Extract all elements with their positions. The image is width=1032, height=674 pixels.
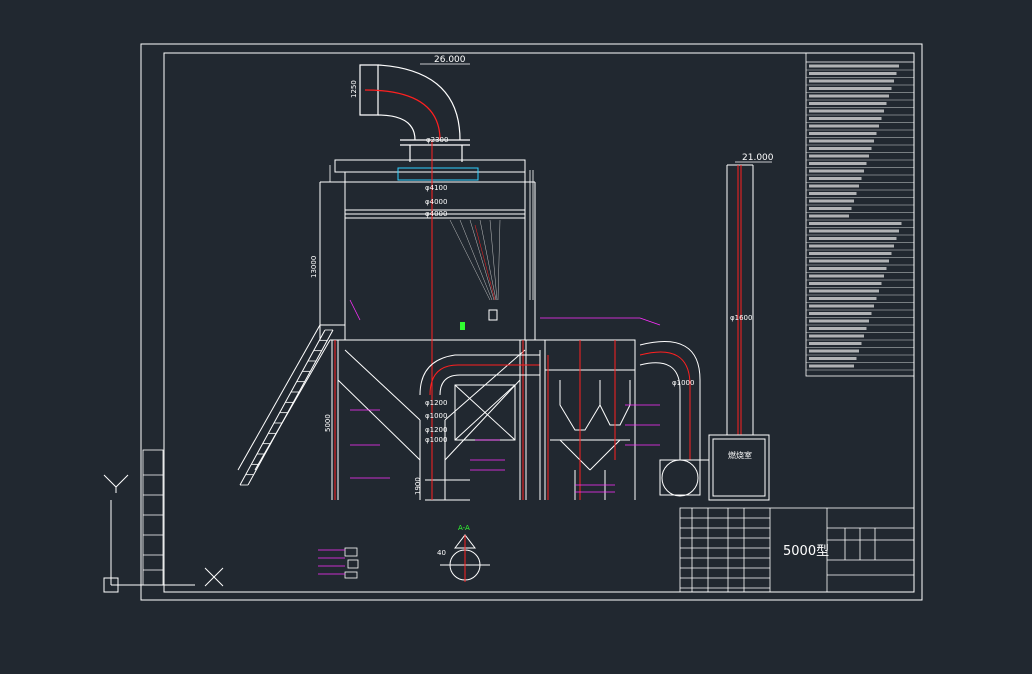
title-block	[679, 507, 915, 593]
spec-table-text-stroke	[809, 237, 897, 240]
spec-table-text-stroke	[809, 207, 852, 210]
elevation-stack: 21.000	[742, 153, 774, 163]
spec-table-rows	[806, 64, 914, 371]
dim-cy3: φ1200	[425, 426, 447, 434]
dim-d2: φ4100	[425, 184, 447, 192]
inner-frame	[163, 52, 915, 593]
spec-table-text-stroke	[809, 274, 884, 278]
spec-table-text-stroke	[809, 259, 889, 263]
dim-cy4: φ1000	[425, 436, 447, 444]
staircase	[237, 324, 345, 486]
spec-table-text-stroke	[809, 297, 877, 300]
red-marker	[488, 309, 498, 321]
spec-table-text-stroke	[809, 87, 892, 90]
dim-cy1: φ1200	[425, 399, 447, 407]
detail-nozzle	[318, 547, 359, 579]
tower-rails	[329, 165, 534, 300]
spec-table-text-stroke	[809, 184, 859, 188]
cyclone-group	[539, 339, 636, 500]
spec-table-text-stroke	[809, 222, 902, 225]
cyclone-red	[547, 340, 616, 500]
spec-table-text-stroke	[809, 192, 857, 195]
tower-cone-legs	[331, 340, 527, 501]
outer-frame	[140, 43, 923, 601]
spec-table-text-stroke	[809, 327, 867, 330]
annotation-leaders	[349, 299, 661, 493]
spec-table-text-stroke	[809, 72, 897, 75]
spec-table-text-stroke	[809, 364, 854, 368]
spec-table-text-stroke	[809, 304, 874, 308]
spec-table-text-stroke	[809, 312, 872, 315]
spec-table-text-stroke	[809, 289, 879, 293]
dim-leg-h: 5000	[324, 414, 332, 432]
detail-scale: 40	[437, 549, 446, 557]
spec-table-text-stroke	[809, 199, 854, 203]
spec-table-text-stroke	[809, 267, 887, 270]
elevation-top: 26.000	[434, 55, 466, 65]
mid-duct	[419, 354, 540, 441]
spec-table-text-stroke	[809, 162, 867, 165]
spec-table-text-stroke	[809, 79, 894, 83]
dim-duct-h: 1250	[350, 80, 358, 98]
top-elbow-duct	[359, 64, 470, 162]
spec-table-text-stroke	[809, 252, 892, 255]
spec-table-text-stroke	[809, 229, 899, 233]
spec-table-text-stroke	[809, 64, 899, 68]
dim-d4: φ4000	[425, 210, 447, 218]
spec-table-text-stroke	[809, 349, 859, 353]
spec-table-text-stroke	[809, 177, 862, 180]
spec-table-text-stroke	[809, 169, 864, 173]
spec-table-text-stroke	[809, 139, 874, 143]
spec-table-text-stroke	[809, 147, 872, 150]
spec-table-text-stroke	[809, 117, 882, 120]
spray-cone	[449, 219, 501, 301]
dim-stack-d: φ1600	[730, 314, 752, 322]
dim-d3: φ4000	[425, 198, 447, 206]
spec-table-text-stroke	[809, 244, 894, 248]
spec-table-text-stroke	[809, 132, 877, 135]
spec-table	[805, 52, 915, 377]
ucs-icon	[103, 474, 224, 593]
stair-rungs	[240, 329, 333, 486]
spec-table-text-stroke	[809, 342, 862, 345]
spec-table-text-stroke	[809, 214, 849, 218]
tower-red-supports	[334, 340, 524, 500]
stack	[726, 164, 754, 435]
spec-table-text-stroke	[809, 102, 887, 105]
dim-cy2: φ1000	[425, 412, 447, 420]
spec-table-text-stroke	[809, 319, 869, 323]
green-marker	[460, 322, 465, 330]
spec-table-text-stroke	[809, 334, 864, 338]
fan-duct	[639, 341, 701, 497]
spec-table-text-stroke	[809, 154, 869, 158]
spec-table-text-stroke	[809, 109, 884, 113]
dim-tower-h: 13000	[310, 256, 318, 278]
burner-room	[700, 434, 770, 501]
spec-table-text-stroke	[809, 357, 857, 360]
dim-d1: φ2300	[426, 136, 448, 144]
spec-table-text-stroke	[809, 282, 882, 285]
burner-room-label: 燃烧室	[728, 450, 752, 460]
tower-top	[319, 159, 545, 341]
detail-a-a	[440, 534, 490, 582]
title-block-model: 5000型	[783, 544, 829, 559]
spec-table-text-stroke	[809, 94, 889, 98]
left-side-strip	[142, 449, 164, 586]
dim-leg-base: 1900	[414, 477, 422, 495]
detail-title: A-A	[458, 524, 470, 532]
title-block-rows	[680, 517, 770, 589]
spec-table-text-stroke	[809, 124, 879, 128]
dim-fan-duct: φ1000	[672, 379, 694, 387]
